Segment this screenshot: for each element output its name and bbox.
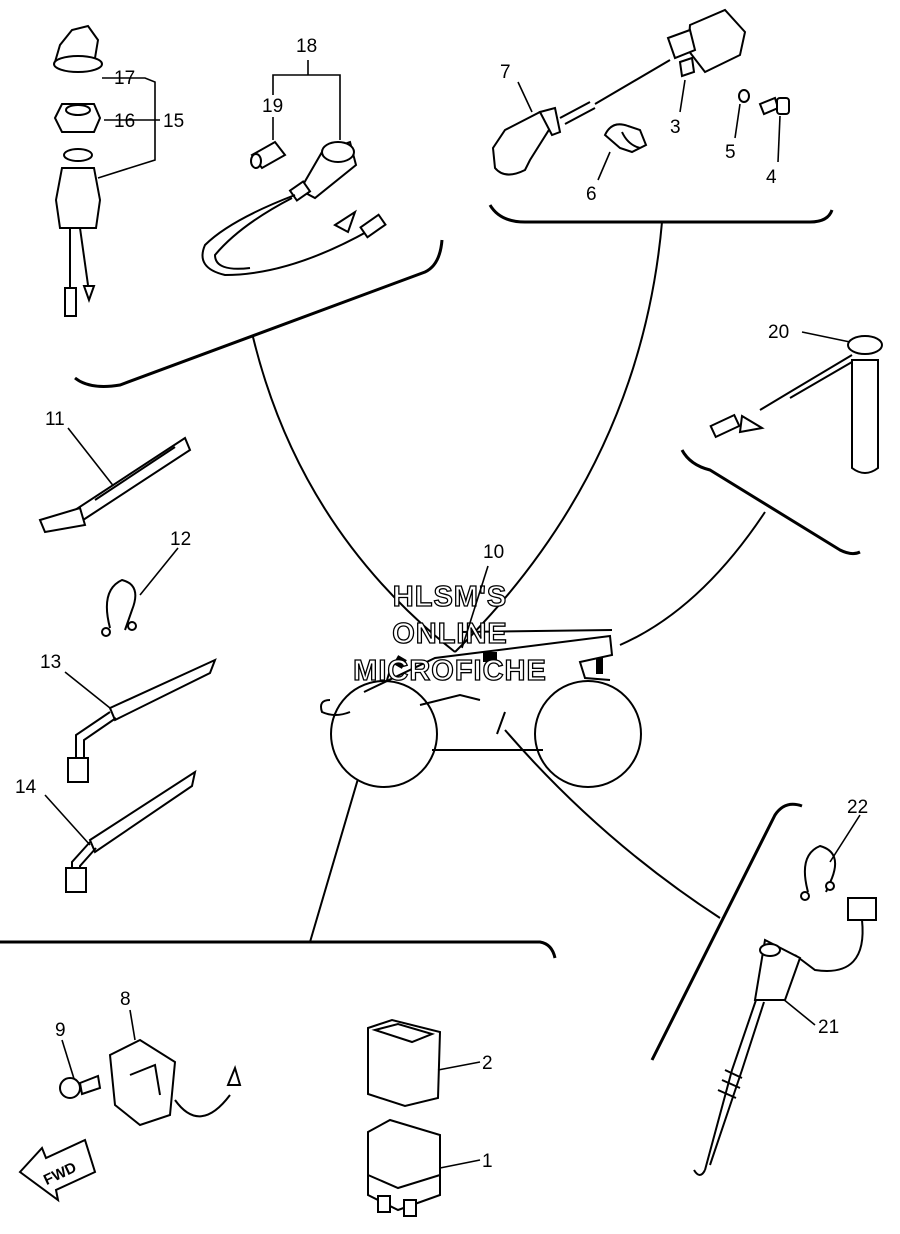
label-1: 1	[482, 1151, 493, 1172]
label-10: 10	[483, 542, 504, 563]
label-17: 17	[114, 68, 135, 89]
part-13-cable-tie[interactable]	[67, 658, 217, 783]
part-19-terminal[interactable]	[250, 140, 287, 170]
part-2-cover[interactable]	[367, 1018, 442, 1108]
part-5-washer[interactable]	[738, 89, 750, 103]
label-18: 18	[296, 36, 317, 57]
watermark-line-2: ONLINE	[392, 618, 508, 650]
label-6: 6	[586, 184, 597, 205]
watermark: HLSM'S ONLINE MICROFICHE	[353, 580, 547, 687]
label-20: 20	[768, 322, 789, 343]
vehicle-outline	[320, 629, 642, 788]
part-18-plug-cap[interactable]	[201, 140, 387, 277]
part-6-clip[interactable]	[603, 123, 648, 154]
part-coil-main[interactable]	[666, 8, 747, 74]
part-9-bolt[interactable]	[59, 1074, 102, 1099]
label-22: 22	[847, 797, 868, 818]
part-8-bracket[interactable]	[108, 1038, 242, 1127]
label-21: 21	[818, 1017, 839, 1038]
connector-lines	[252, 221, 766, 943]
part-22-clamp[interactable]	[800, 844, 836, 901]
label-12: 12	[170, 529, 191, 550]
label-14: 14	[15, 777, 37, 798]
label-11: 11	[45, 409, 65, 430]
label-5: 5	[725, 142, 736, 163]
part-15-sensor[interactable]	[54, 148, 102, 317]
part-4-bolt[interactable]	[758, 96, 790, 116]
part-14-cable-tie[interactable]	[65, 769, 197, 893]
part-12-clamp[interactable]	[101, 578, 137, 637]
panel-borders	[0, 204, 861, 1061]
part-17-cap[interactable]	[53, 24, 103, 73]
watermark-line-3: MICROFICHE	[353, 655, 547, 687]
part-11-cable-tie[interactable]	[38, 436, 192, 534]
part-21-sensor[interactable]	[693, 897, 877, 1176]
label-13: 13	[40, 652, 61, 673]
label-3: 3	[670, 117, 681, 138]
label-9: 9	[55, 1020, 66, 1041]
part-16-nut[interactable]	[53, 103, 102, 133]
part-20-sensor[interactable]	[709, 335, 883, 474]
label-7: 7	[500, 62, 511, 83]
label-19: 19	[262, 96, 283, 117]
part-7-plug-boot[interactable]	[491, 59, 671, 176]
part-1-relay[interactable]	[367, 1118, 441, 1217]
label-15: 15	[163, 111, 184, 132]
label-2: 2	[482, 1053, 493, 1074]
label-16: 16	[114, 111, 135, 132]
label-8: 8	[120, 989, 131, 1010]
fwd-arrow: FWD	[18, 1138, 97, 1203]
watermark-line-1: HLSM'S	[393, 581, 507, 613]
part-3-bracket[interactable]	[678, 56, 696, 78]
label-4: 4	[766, 167, 777, 188]
